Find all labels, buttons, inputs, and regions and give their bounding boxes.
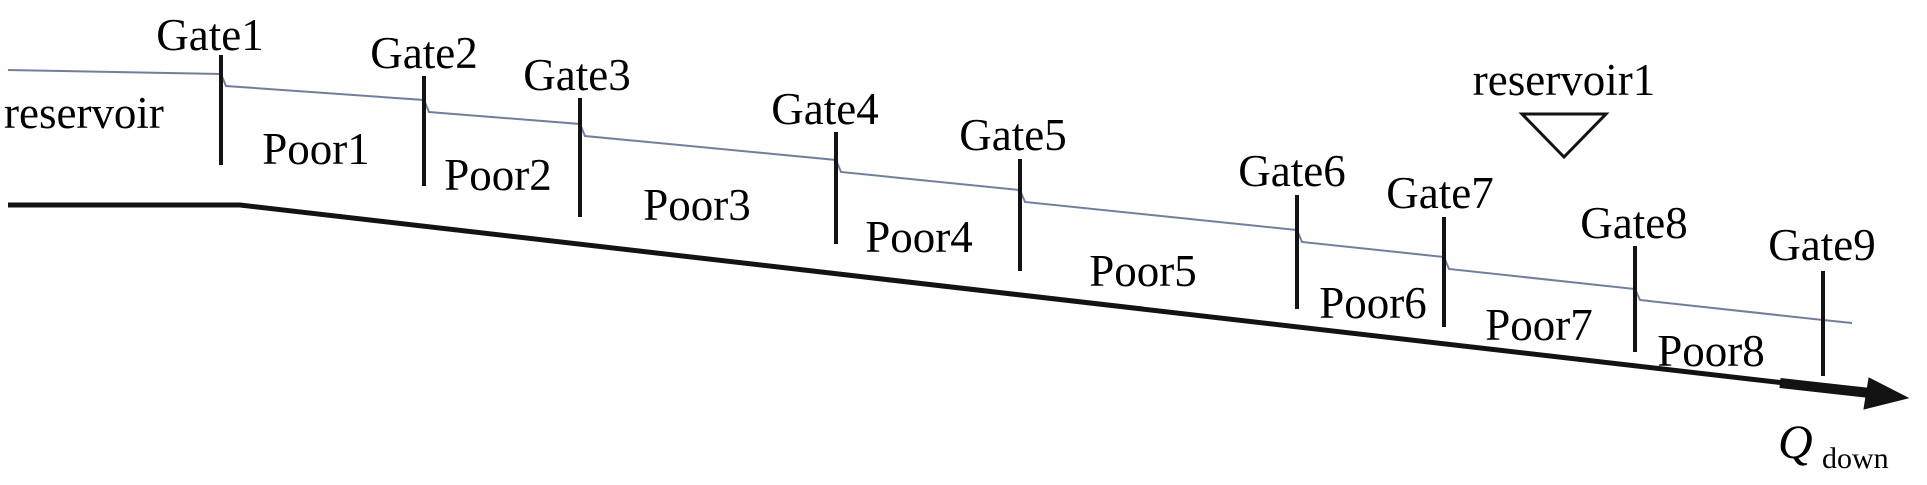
gate7-label: Gate7	[1386, 168, 1493, 218]
reservoir1-label: reservoir1	[1473, 55, 1655, 105]
labels-layer: reservoir reservoir1 Gate1 Gate2 Gate3 G…	[4, 10, 1889, 475]
gate1-label: Gate1	[156, 10, 263, 60]
gate5-label: Gate5	[959, 110, 1066, 160]
gate2-label: Gate2	[370, 28, 477, 78]
pool2-label: Poor2	[444, 150, 552, 200]
gate4-label: Gate4	[771, 84, 878, 134]
flow-q-symbol: Q	[1778, 416, 1813, 469]
gate-lines	[219, 55, 1825, 376]
pool1-label: Poor1	[262, 124, 370, 174]
reservoir-label: reservoir	[4, 88, 164, 138]
pool7-label: Poor7	[1485, 300, 1593, 350]
flow-q-subscript: down	[1822, 442, 1889, 475]
gate3-label: Gate3	[523, 50, 630, 100]
canal-bed-line	[8, 202, 1846, 393]
pool4-label: Poor4	[865, 212, 973, 262]
gate6-label: Gate6	[1238, 146, 1345, 196]
flow-arrow-shaft	[1779, 378, 1871, 398]
pool5-label: Poor5	[1089, 246, 1197, 296]
pool8-label: Poor8	[1657, 326, 1765, 376]
water-level-triangle-icon	[1518, 112, 1610, 160]
pool3-label: Poor3	[643, 180, 751, 230]
flow-arrow	[1779, 377, 1910, 410]
gate9-label: Gate9	[1768, 220, 1875, 270]
gate8-label: Gate8	[1580, 198, 1687, 248]
flow-arrow-head	[1863, 377, 1910, 410]
pool6-label: Poor6	[1319, 278, 1427, 328]
